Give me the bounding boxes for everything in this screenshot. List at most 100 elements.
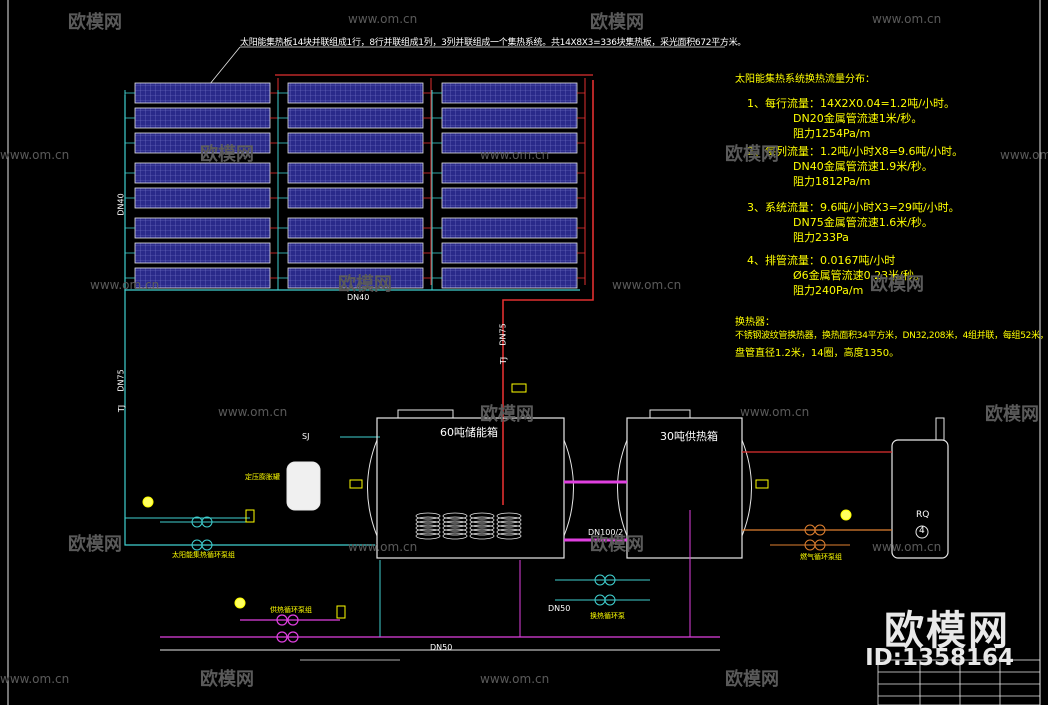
watermark-url: www.om.cn: [0, 148, 70, 162]
valve-icon: [245, 383, 769, 619]
coil-loop: [469, 512, 495, 520]
dn75-left-label: DN75: [116, 369, 126, 392]
coil-loop: [496, 520, 522, 528]
coil-loop: [469, 528, 495, 536]
solar-panel-row: [134, 187, 271, 209]
solar-panel-row: [441, 187, 578, 209]
watermark-text: 欧模网: [68, 534, 122, 555]
watermark-url: www.om.cn: [348, 540, 418, 554]
watermark-text: 欧模网: [590, 12, 644, 33]
solar-pump-label: 太阳能集热循环泵组: [172, 551, 235, 559]
gas-pump-label: 燃气循环泵组: [800, 553, 842, 561]
coil-loop: [469, 516, 495, 524]
solar-panel-row: [287, 162, 424, 184]
coil-loop: [442, 532, 468, 540]
solar-panel-row: [287, 217, 424, 239]
solar-panel-row: [287, 132, 424, 154]
tj-right-label: TJ: [499, 356, 509, 365]
watermark-url: www.om.cn: [348, 12, 418, 26]
watermark-url: www.om.cn: [480, 148, 550, 162]
coil-loop: [415, 520, 441, 528]
solar-panel-row: [134, 217, 271, 239]
coil-loop: [415, 528, 441, 536]
coil-loop: [442, 524, 468, 532]
expansion-tank-label: 定压膨胀罐: [245, 473, 280, 481]
site-logo: 欧模网: [884, 608, 1010, 654]
exchange-pump-label: 换热循环泵: [590, 612, 625, 620]
array-title: 太阳能集热板14块并联组成1行，8行并联组成1列，3列并联组成一个集热系统。共1…: [240, 38, 746, 48]
dn40-bottom-label: DN40: [347, 293, 370, 302]
solar-panel-row: [287, 242, 424, 264]
flow-item-line: 3、系统流量：9.6吨/小时X3=29吨/小时。: [747, 201, 960, 214]
flow-heading: 太阳能集热系统换热流量分布：: [735, 74, 875, 85]
watermark-url: www.om.cn: [872, 12, 942, 26]
flow-item-line: DN40金属管流速1.9米/秒。: [793, 160, 933, 173]
coil-loop: [415, 524, 441, 532]
watermark-text: 欧模网: [68, 12, 122, 33]
watermark-text: 欧模网: [338, 274, 392, 295]
pressure-gauge-icon: [142, 496, 852, 609]
solar-collector-array: [124, 78, 586, 290]
flow-item-line: 4、排管流量：0.0167吨/小时: [747, 254, 896, 267]
coil-loop: [496, 524, 522, 532]
watermark-url: www.om.cn: [872, 540, 942, 554]
gas-pump-group: [770, 524, 850, 551]
watermark-url: www.om.cn: [612, 278, 682, 292]
solar-panel-row: [287, 82, 424, 104]
coil-loop: [442, 528, 468, 536]
boiler-number: 4: [919, 526, 925, 536]
solar-panel-row: [441, 82, 578, 104]
sj-label: SJ: [302, 432, 310, 441]
solar-panel-row: [441, 267, 578, 289]
watermark-text: 欧模网: [985, 404, 1039, 425]
coil-loop: [496, 516, 522, 524]
dn40-vertical-label: DN40: [116, 193, 126, 216]
coil-loop: [442, 516, 468, 524]
supply-tank-30t: [617, 409, 752, 559]
watermark-text: 欧模网: [725, 144, 779, 165]
flow-item-line: DN20金属管流速1米/秒。: [793, 112, 923, 125]
dn100-label: DN100/2: [588, 528, 624, 537]
solar-panel-row: [134, 82, 271, 104]
watermark-text: 欧模网: [200, 144, 254, 165]
coil-loop: [496, 512, 522, 520]
coil-loop: [415, 512, 441, 520]
storage-tank-60t: [367, 409, 574, 559]
solar-panel-row: [134, 242, 271, 264]
coil-loop: [469, 524, 495, 532]
dn50-label: DN50: [548, 604, 571, 613]
coil-loop: [415, 532, 441, 540]
model-id: ID:1358164: [865, 645, 1014, 671]
coil-loop: [442, 512, 468, 520]
heat-exchanger-line1: 不锈钢波纹管换热器，换热面积34平方米，DN32,208米，4组并联，每组52米…: [735, 331, 1048, 341]
coil-loop: [496, 528, 522, 536]
flow-item-line: 1、每行流量：14X2X0.04=1.2吨/小时。: [747, 97, 955, 110]
watermark-text: 欧模网: [590, 534, 644, 555]
solar-panel-row: [441, 217, 578, 239]
heating-pump-label: 供热循环泵组: [270, 606, 312, 614]
solar-pump-group: [160, 516, 250, 551]
watermark-text: 欧模网: [200, 669, 254, 690]
coil-loop: [415, 516, 441, 524]
boiler-label: RQ: [916, 510, 930, 520]
gas-boiler: [891, 417, 949, 559]
solar-panel-row: [441, 107, 578, 129]
heat-exchanger-line2: 盘管直径1.2米，14圈，高度1350。: [735, 348, 900, 359]
solar-panel-row: [441, 162, 578, 184]
solar-panel-row: [134, 107, 271, 129]
exchange-pump-group: [555, 574, 650, 606]
watermark-url: www.om.cn: [1000, 148, 1048, 162]
coil-loop: [469, 532, 495, 540]
tj-left-label: TJ: [117, 404, 127, 413]
supply-tank-label: 30吨供热箱: [660, 430, 718, 443]
flow-item-line: 阻力233Pa: [793, 231, 849, 244]
watermark-text: 欧模网: [480, 404, 534, 425]
watermark-url: www.om.cn: [0, 672, 70, 686]
solar-panel-row: [287, 187, 424, 209]
dn50-bottom-label: DN50: [430, 643, 453, 652]
heating-pump-group: [160, 614, 380, 643]
coil-heat-exchanger: [415, 512, 522, 540]
expansion-tank: [286, 461, 321, 511]
flow-item-line: DN75金属管流速1.6米/秒。: [793, 216, 933, 229]
